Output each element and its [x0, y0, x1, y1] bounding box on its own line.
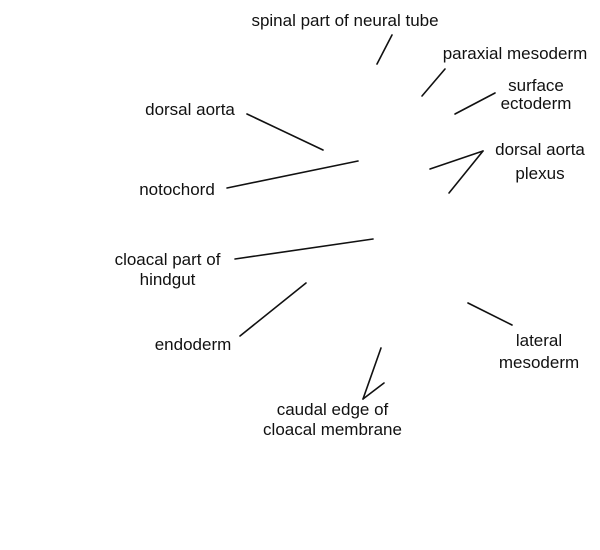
leader-line-dorsal-aorta	[246, 113, 324, 151]
leader-line-caudal-edge-upper	[362, 347, 382, 400]
label-lateral-mesoderm: lateral mesoderm	[486, 330, 592, 374]
label-line: surface	[508, 76, 564, 95]
leader-line-spinal-part-of-neural-tube	[376, 34, 393, 65]
label-line: cloacal part of	[114, 250, 221, 269]
label-line: mesoderm	[498, 353, 580, 372]
label-dorsal-aorta-plexus: dorsal aorta plexus	[484, 138, 596, 186]
label-line: notochord	[139, 180, 215, 199]
label-line: ectoderm	[500, 94, 572, 113]
label-line: hindgut	[139, 270, 196, 289]
leader-line-dorsal-aorta-plexus-lower	[448, 150, 484, 194]
leader-line-cloacal-part-of-hindgut	[234, 238, 374, 260]
label-line: spinal part of neural tube	[251, 11, 439, 30]
label-notochord: notochord	[124, 180, 230, 200]
label-line: endoderm	[154, 335, 232, 354]
label-line: lateral	[515, 331, 563, 350]
leader-line-paraxial-mesoderm	[421, 68, 446, 97]
label-spinal-part-of-neural-tube: spinal part of neural tube	[230, 11, 460, 31]
label-line: paraxial mesoderm	[442, 44, 588, 63]
label-line: dorsal aorta	[145, 100, 235, 119]
label-caudal-edge-of-cloacal-membrane: caudal edge of cloacal membrane	[245, 400, 420, 440]
leader-line-caudal-edge-lower	[362, 382, 385, 400]
label-paraxial-mesoderm: paraxial mesoderm	[430, 44, 600, 64]
label-line: dorsal aorta	[495, 140, 585, 159]
label-surface-ectoderm: surface ectoderm	[486, 77, 586, 113]
leader-line-surface-ectoderm	[454, 92, 496, 115]
label-line: cloacal membrane	[263, 420, 402, 439]
label-line: caudal edge of	[276, 400, 389, 419]
label-endoderm: endoderm	[140, 335, 246, 355]
leader-line-dorsal-aorta-plexus-upper	[429, 150, 484, 170]
leader-line-notochord	[226, 160, 359, 189]
label-dorsal-aorta: dorsal aorta	[130, 100, 250, 120]
label-line: plexus	[515, 164, 565, 183]
label-cloacal-part-of-hindgut: cloacal part of hindgut	[100, 250, 235, 290]
leader-line-lateral-mesoderm	[467, 302, 513, 326]
leader-line-endoderm	[239, 282, 307, 337]
